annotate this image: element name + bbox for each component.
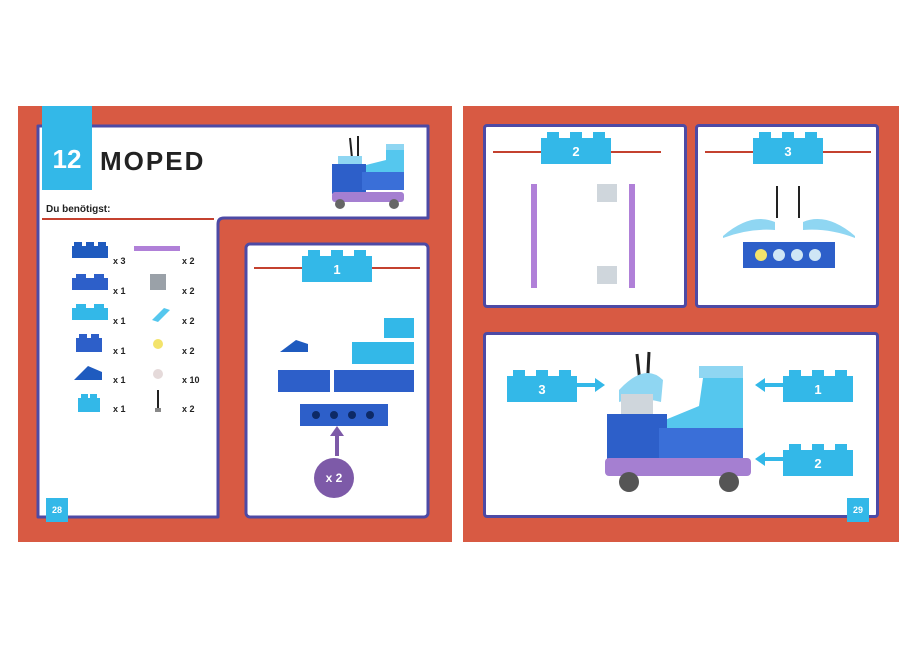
part-qty-11: x 1	[113, 404, 126, 414]
page-number-left: 28	[46, 498, 68, 522]
project-number-tab	[42, 106, 92, 190]
needs-label: Du benötigst:	[46, 204, 111, 215]
step1-brick	[302, 250, 372, 282]
page-number-right: 29	[847, 498, 869, 522]
part-qty-4: x 2	[182, 286, 195, 296]
project-title: MOPED	[100, 146, 206, 176]
part-qty-2: x 2	[182, 256, 195, 266]
step2-brick	[541, 132, 611, 164]
final-step1-brick	[783, 370, 853, 402]
part-qty-3: x 1	[113, 286, 126, 296]
moped-thumbnail	[332, 136, 404, 209]
part-qty-7: x 1	[113, 346, 126, 356]
part-qty-6: x 2	[182, 316, 195, 326]
step1-number: 1	[333, 262, 341, 277]
final-step3-brick	[507, 370, 577, 402]
up-arrow-icon	[330, 426, 344, 456]
step3-parts	[723, 186, 855, 268]
step2-number: 2	[572, 144, 580, 159]
left-page: 12 MOPED Du benötigst: x 3	[18, 106, 452, 542]
part-qty-9: x 1	[113, 375, 126, 385]
step1-parts	[278, 318, 414, 426]
part-qty-1: x 3	[113, 256, 126, 266]
final-step2-number: 2	[814, 456, 822, 471]
final-step1-number: 1	[814, 382, 822, 397]
step3-number: 3	[784, 144, 792, 159]
needs-divider	[42, 218, 214, 220]
part-qty-12: x 2	[182, 404, 195, 414]
part-qty-8: x 2	[182, 346, 195, 356]
step3-brick	[753, 132, 823, 164]
right-arrow-icon	[577, 378, 605, 392]
multiplier-badge	[314, 458, 354, 498]
right-page: 2 3 3	[463, 106, 899, 542]
final-step2-brick	[783, 444, 853, 476]
project-number: 12	[52, 144, 82, 174]
step2-parts	[531, 184, 635, 288]
left-arrow-icon-bottom	[755, 452, 783, 466]
final-step3-number: 3	[538, 382, 546, 397]
multiplier-text: x 2	[325, 471, 343, 485]
parts-illustrations	[72, 242, 180, 412]
part-qty-10: x 10	[182, 375, 200, 385]
left-arrow-icon-top	[755, 378, 783, 392]
part-qty-5: x 1	[113, 316, 126, 326]
moped-assembly	[605, 351, 751, 492]
